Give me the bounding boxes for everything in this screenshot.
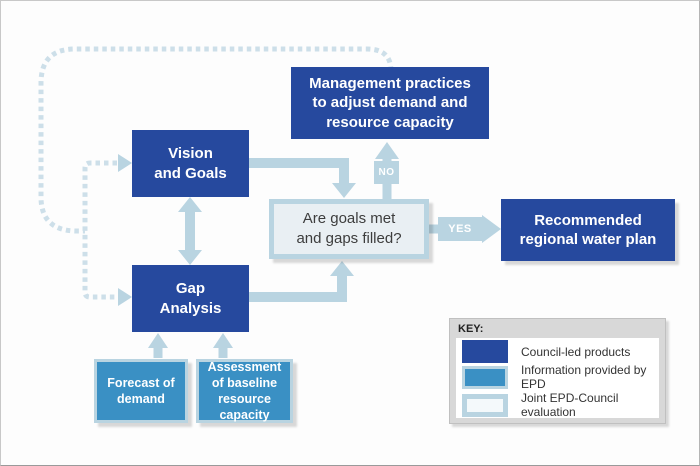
joint-evaluation-swatch xyxy=(462,393,508,417)
legend-row-council: Council-led products xyxy=(456,340,659,363)
legend-label: Council-led products xyxy=(521,344,631,359)
legend-panel: Council-led products Information provide… xyxy=(456,338,659,419)
legend-box: KEY: Council-led products Information pr… xyxy=(449,318,666,424)
legend-row-joint: Joint EPD-Council evaluation xyxy=(456,391,659,419)
recommended-plan-box: Recommended regional water plan xyxy=(501,199,675,261)
arrow-assessment-to-gap xyxy=(213,333,233,358)
arrow-gap-to-decision xyxy=(249,261,354,302)
legend-label: Information provided by EPD xyxy=(521,363,647,391)
legend-title: KEY: xyxy=(458,323,484,335)
arrow-forecast-to-gap xyxy=(148,333,168,358)
dashed-arrowhead-to-vision xyxy=(118,154,132,172)
gap-analysis-box: Gap Analysis xyxy=(132,265,249,332)
legend-label: Joint EPD-Council evaluation xyxy=(521,391,619,419)
dashed-feedback-loop xyxy=(38,46,394,306)
arrow-vision-to-decision xyxy=(249,158,356,198)
forecast-of-demand-box: Forecast of demand xyxy=(94,359,188,423)
vision-and-goals-box: Vision and Goals xyxy=(132,130,249,197)
assessment-baseline-box: Assessment of baseline resource capacity xyxy=(196,359,293,423)
legend-row-epd: Information provided by EPD xyxy=(456,363,659,391)
goals-met-decision-box: Are goals met and gaps filled? xyxy=(269,199,429,259)
council-led-swatch xyxy=(462,340,508,363)
epd-info-swatch xyxy=(462,365,508,389)
no-branch-label: NO xyxy=(374,161,399,184)
management-practices-box: Management practices to adjust demand an… xyxy=(291,67,489,139)
dashed-arrowhead-to-gap xyxy=(118,288,132,306)
arrow-vision-gap-bidirectional xyxy=(178,197,202,265)
yes-branch-label: YES xyxy=(438,217,482,241)
